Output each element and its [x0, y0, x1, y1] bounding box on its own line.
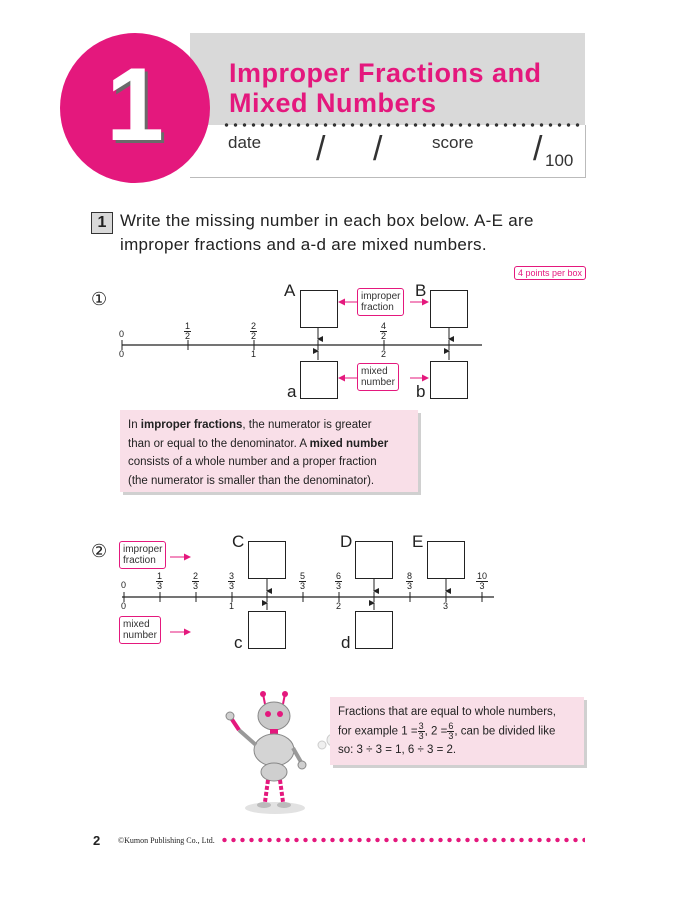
header-dotted-divider [222, 122, 582, 128]
note2-line-1: Fractions that are equal to whole number… [338, 706, 556, 718]
question-number-badge: 1 [91, 212, 113, 234]
box-label-d: d [341, 633, 351, 652]
note1-line-3: consists of a whole number and a proper … [128, 456, 377, 468]
box-label-D: D [340, 532, 353, 551]
answer-box-a[interactable] [300, 361, 338, 399]
answer-box-d[interactable] [355, 611, 393, 649]
part1-top-tick-0: 0 [119, 329, 125, 339]
part2-bottom-tick: 2 [336, 601, 342, 611]
date-slash-2: / [373, 130, 383, 168]
answer-box-D[interactable] [355, 541, 393, 579]
score-total: 100 [545, 151, 574, 170]
footer-dotted-line [220, 836, 585, 844]
header-band [190, 33, 585, 125]
lesson-circle-badge [60, 33, 210, 183]
part2-top-tick-0: 0 [121, 580, 127, 590]
copyright-text: ©Kumon Publishing Co., Ltd. [118, 836, 215, 845]
note1-line-4: (the numerator is smaller than the denom… [128, 474, 375, 487]
part2-bottom-tick: 3 [443, 601, 449, 611]
improper-fraction-note: In improper fractions, the numerator is … [120, 410, 418, 492]
page-number: 2 [93, 833, 101, 848]
robot-mascot-illustration [225, 691, 340, 814]
answer-box-B[interactable] [430, 290, 468, 328]
title-line-2: Mixed Numbers [229, 88, 437, 118]
part1-marker: ① [91, 289, 108, 309]
answer-box-C[interactable] [248, 541, 286, 579]
box-label-B: B [415, 281, 427, 300]
note2-line-3: so: 3 ÷ 3 = 1, 6 ÷ 3 = 2. [338, 743, 457, 756]
title-line-1: Improper Fractions and [229, 58, 542, 88]
box-label-E: E [412, 532, 424, 551]
instruction-line-1: Write the missing number in each box bel… [120, 211, 534, 230]
score-slash: / [533, 130, 543, 168]
box-label-A: A [284, 281, 296, 300]
header-date-score-area [190, 125, 586, 178]
box-label-c: c [234, 633, 243, 652]
date-label: date [228, 133, 262, 152]
score-label: score [432, 133, 474, 152]
instruction-line-2: improper fractions and a-d are mixed num… [120, 235, 487, 254]
box-label-a: a [287, 382, 297, 401]
note1-line-2: than or equal to the denominator. A mixe… [128, 437, 389, 450]
points-per-box-badge: 4 points per box [514, 266, 587, 280]
answer-box-b[interactable] [430, 361, 468, 399]
lesson-number: 1 [106, 47, 164, 163]
date-slash-1: / [316, 130, 326, 168]
note1-line-1: In improper fractions, the numerator is … [128, 419, 372, 431]
part2-bottom-tick: 0 [121, 601, 127, 611]
box-label-C: C [232, 532, 245, 551]
answer-box-E[interactable] [427, 541, 465, 579]
part2-marker: ② [91, 541, 108, 561]
part2-bottom-tick: 1 [229, 601, 235, 611]
part1-bottom-tick: 0 [119, 349, 125, 359]
box-label-b: b [416, 382, 426, 401]
part1-bottom-tick: 2 [381, 349, 387, 359]
part1-bottom-tick: 1 [251, 349, 257, 359]
whole-number-fractions-note: Fractions that are equal to whole number… [330, 697, 584, 765]
answer-box-A[interactable] [300, 290, 338, 328]
answer-box-c[interactable] [248, 611, 286, 649]
